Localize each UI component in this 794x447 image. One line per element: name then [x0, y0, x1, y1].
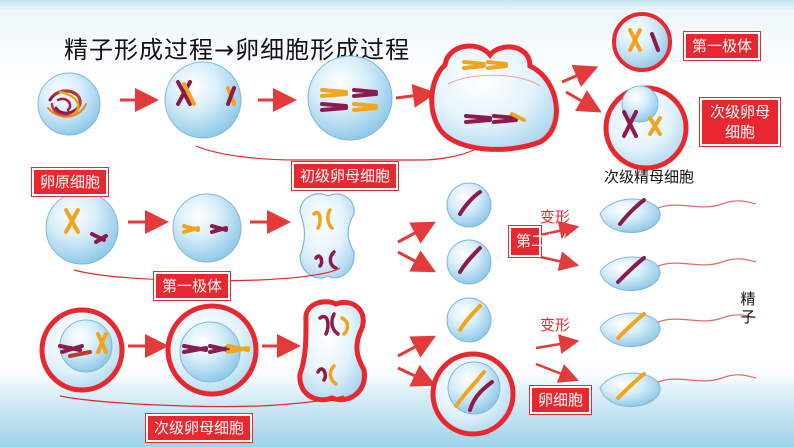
arrow: [565, 90, 602, 113]
sperm-4: [599, 372, 757, 408]
arrow: [395, 83, 437, 108]
cell-dividing-bottom: [297, 299, 367, 403]
label-sperm: 精子: [740, 290, 756, 326]
cell-primary-oocyte-bottom: [39, 307, 125, 393]
label-secondary-oocyte-top: 次级卵母细胞: [700, 98, 780, 146]
label-transform-top: 变形: [540, 208, 571, 226]
arrow: [561, 64, 599, 87]
cell-primary-spermatocyte-interphase: [164, 61, 242, 139]
cell-dividing-middle: [299, 193, 355, 279]
arrow: [535, 220, 580, 241]
arrow: [535, 362, 579, 383]
cell-spermatid-3: [446, 297, 492, 343]
label-oogonium: 卵原细胞: [32, 168, 109, 196]
cell-spermatid-2: [446, 239, 492, 285]
sperm-3: [599, 312, 757, 348]
sperm-2: [599, 256, 757, 292]
bracket-line: [73, 267, 341, 282]
label-secondary-oocyte-bottom: 次级卵母细胞: [146, 414, 253, 442]
water-background: [0, 377, 794, 447]
cell-secondary-oocyte-top: [603, 85, 689, 171]
cell-first-polar-body-top: [612, 12, 672, 72]
arrow: [397, 335, 436, 358]
arrow: [535, 334, 580, 354]
top-band: [0, 0, 794, 10]
label-first-polar-body-mid: 第一极体: [154, 272, 231, 300]
label-second-polar-body: 第二极体: [509, 226, 576, 257]
cell-spermatid-1: [446, 182, 492, 228]
label-transform-bottom: 变形: [540, 316, 571, 334]
label-secondary-spermatocyte: 次级精母细胞: [604, 168, 695, 186]
label-primary-oocyte: 初级卵母细胞: [292, 162, 399, 190]
cell-primary-spermatocyte-metaphase: [307, 55, 393, 141]
cell-secondary-spermatocyte-middle: [172, 193, 242, 263]
cell-primary-oocyte-dividing-top: [429, 43, 559, 152]
arrow: [397, 364, 437, 387]
cell-primary-oocyte-metaphase-bottom: [165, 303, 259, 397]
sperm-1: [599, 198, 757, 234]
label-egg-cell: 卵细胞: [530, 386, 592, 414]
bracket-line: [195, 145, 475, 161]
cell-oogonium: [45, 191, 119, 265]
arrow: [397, 250, 436, 273]
arrow: [397, 221, 436, 244]
label-first-polar-body-top: 第一极体: [684, 32, 761, 60]
cell-spermatogonium: [37, 72, 101, 136]
bracket-line: [59, 395, 345, 408]
cell-egg: [430, 351, 516, 437]
arrow: [535, 251, 580, 272]
